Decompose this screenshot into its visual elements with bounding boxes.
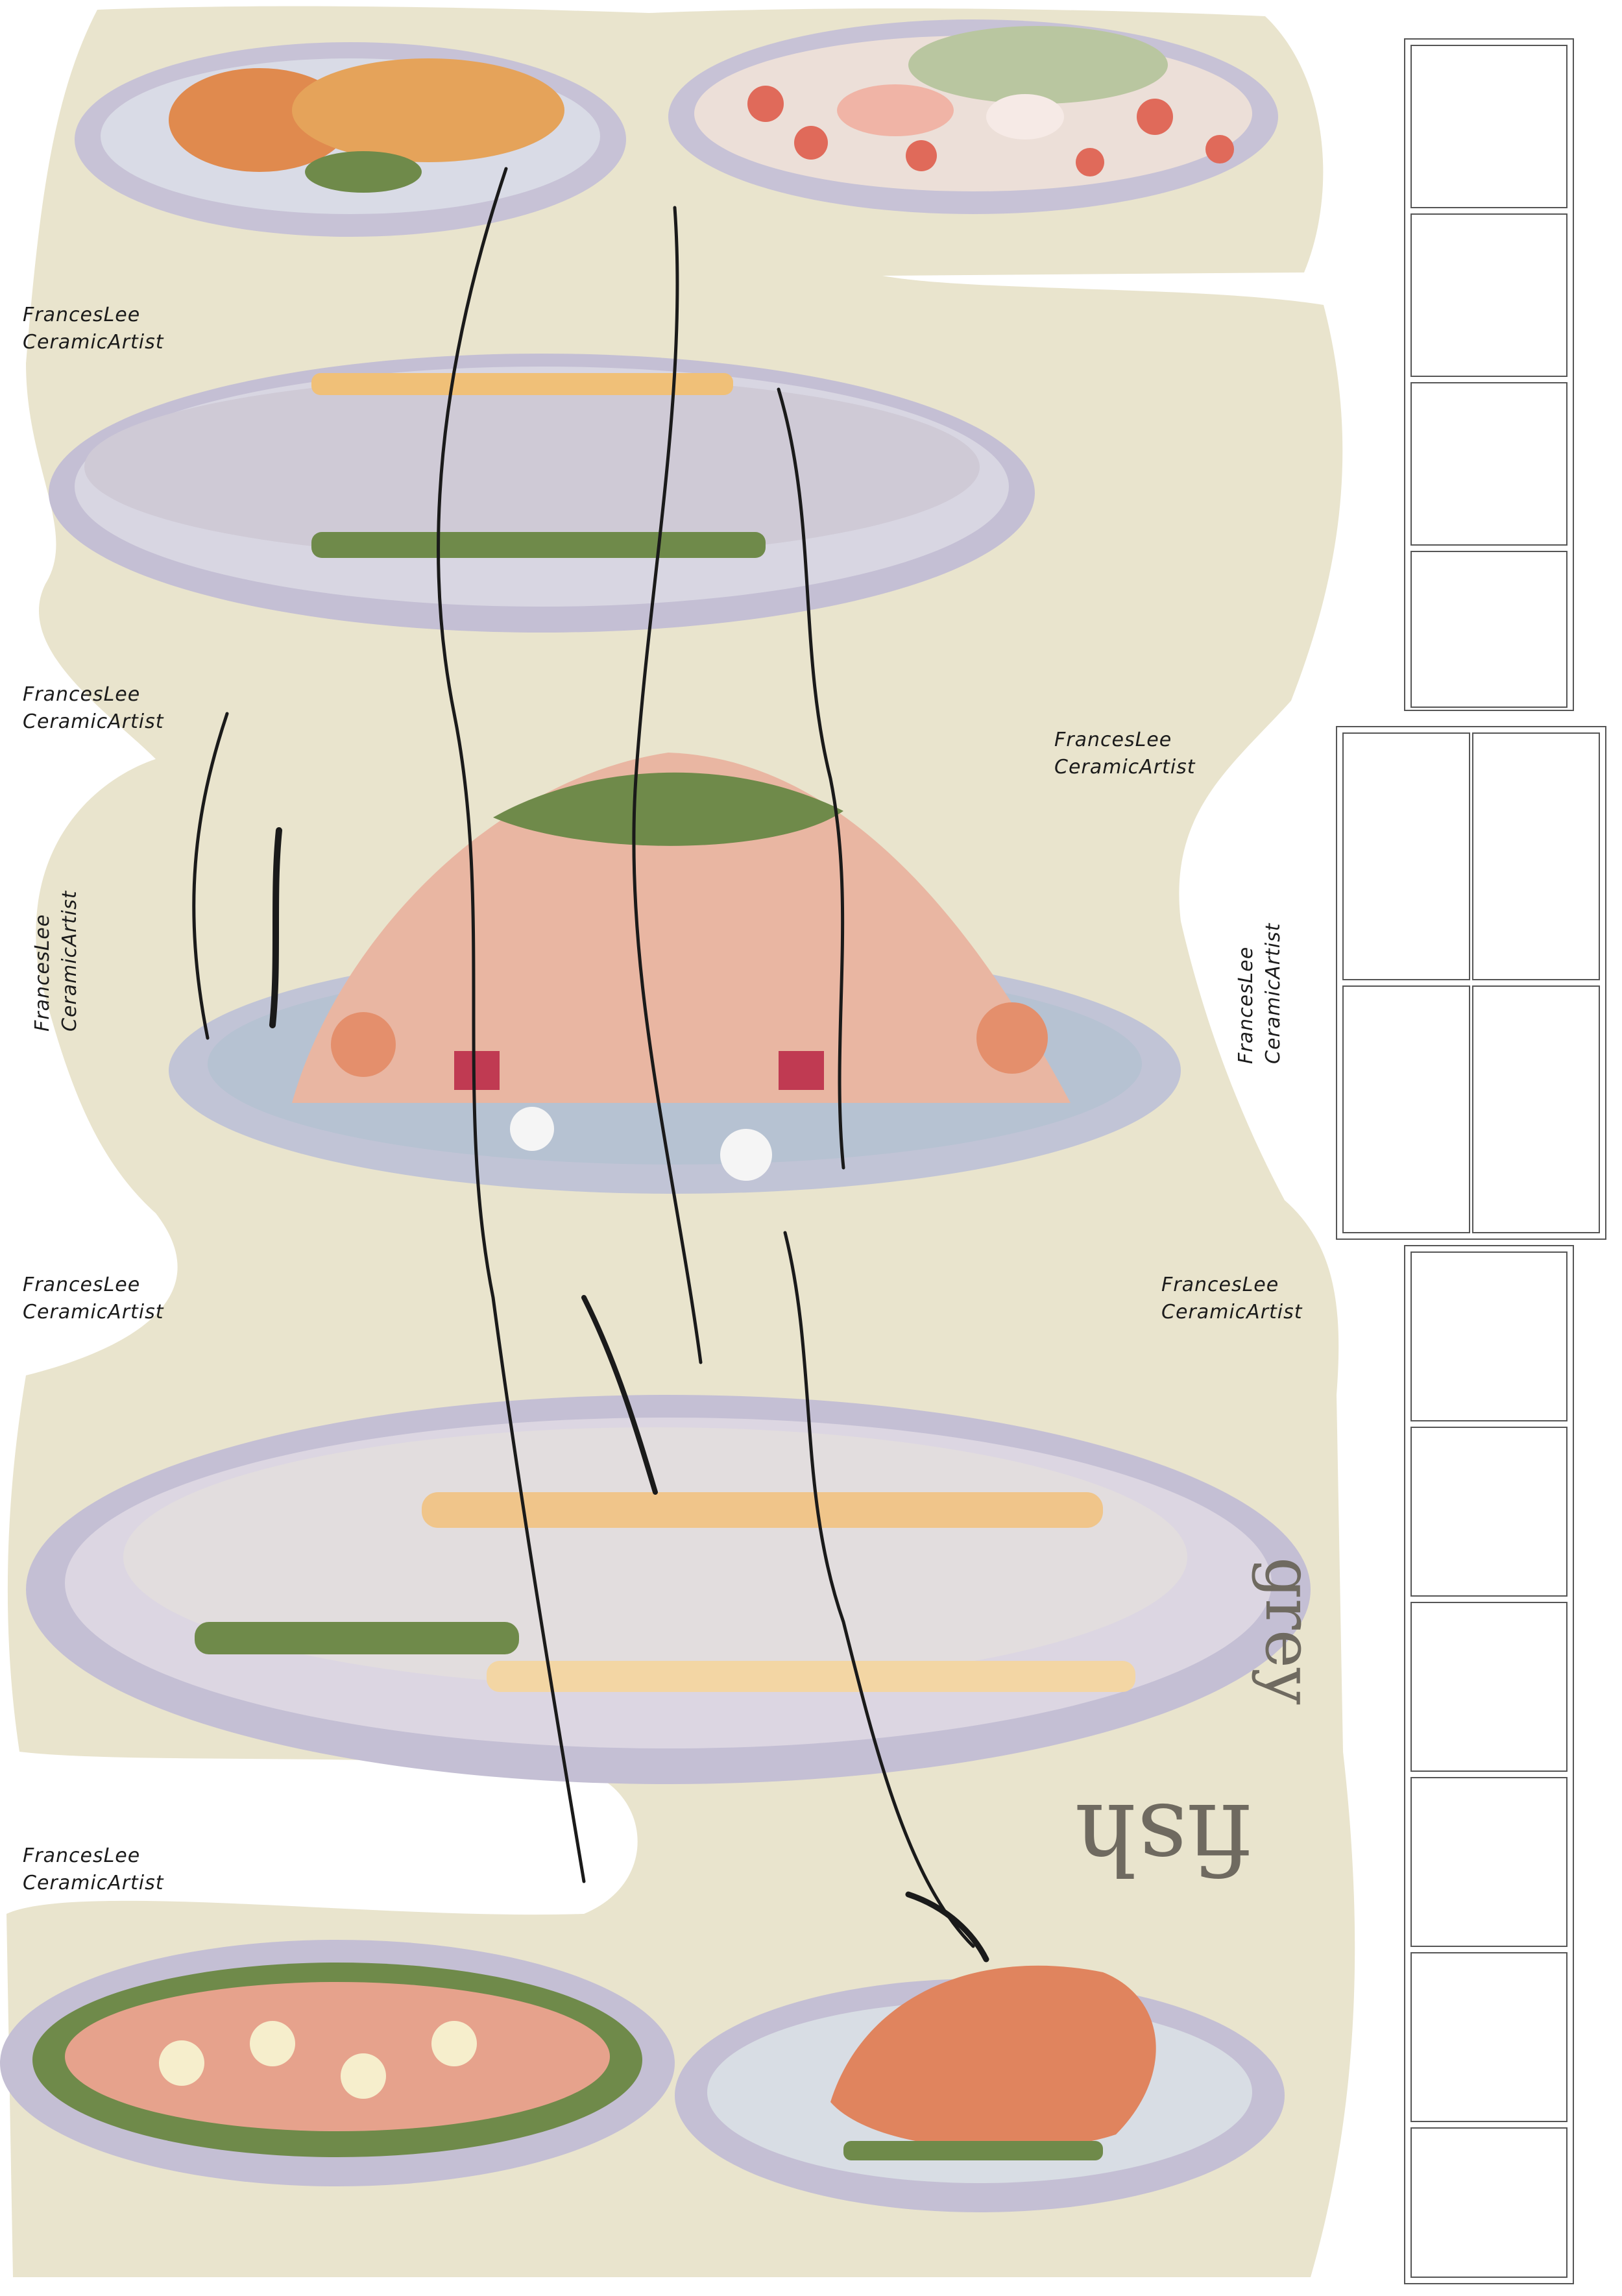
building-sketch-strip-1 [1404,38,1574,711]
watermark-6: FrancesLee CeramicArtist [23,1272,164,1326]
watermark-name: FrancesLee [1235,946,1257,1064]
watermark-2: FrancesLee CeramicArtist [23,681,164,736]
plate-7 [675,1965,1285,2212]
watermark-title: CeramicArtist [23,1872,164,1894]
fish-text: fish [1074,1782,1252,1894]
watermark-title: CeramicArtist [1262,923,1285,1064]
watermark-title: CeramicArtist [1161,1301,1303,1323]
plate-2 [668,19,1278,214]
watermark-8: FrancesLee CeramicArtist [23,1843,164,1897]
watermark-name: FrancesLee [1054,729,1172,751]
watermark-title: CeramicArtist [23,331,164,354]
watermark-title: CeramicArtist [1054,756,1196,779]
watermark-title: CeramicArtist [23,1301,164,1323]
building-sketch-strip-3 [1404,1245,1574,2284]
watermark-name: FrancesLee [23,304,141,326]
watermark-title: CeramicArtist [58,890,81,1032]
watermark-3: FrancesLee CeramicArtist [1054,727,1196,781]
watermark-7: FrancesLee CeramicArtist [1161,1272,1303,1326]
plate-6 [0,1940,675,2186]
plate-1 [75,42,626,237]
watermark-name: FrancesLee [23,683,141,706]
grey-text: grey [1251,1557,1327,1705]
watermark-name: FrancesLee [31,913,54,1032]
plate-4-mound [169,753,1181,1194]
watermark-4: FrancesLee CeramicArtist [29,890,84,1032]
watermark-name: FrancesLee [23,1844,141,1867]
plate-5-large-fish [26,1395,1311,1784]
ink-sketch [192,167,989,1963]
watermark-5: FrancesLee CeramicArtist [1233,923,1287,1064]
watermark-title: CeramicArtist [23,710,164,733]
watermark-name: FrancesLee [23,1274,141,1296]
plate-3-long-fish [49,354,1035,633]
building-sketch-strip-2 [1336,726,1606,1240]
watermark-name: FrancesLee [1161,1274,1279,1296]
watermark-1: FrancesLee CeramicArtist [23,302,164,356]
